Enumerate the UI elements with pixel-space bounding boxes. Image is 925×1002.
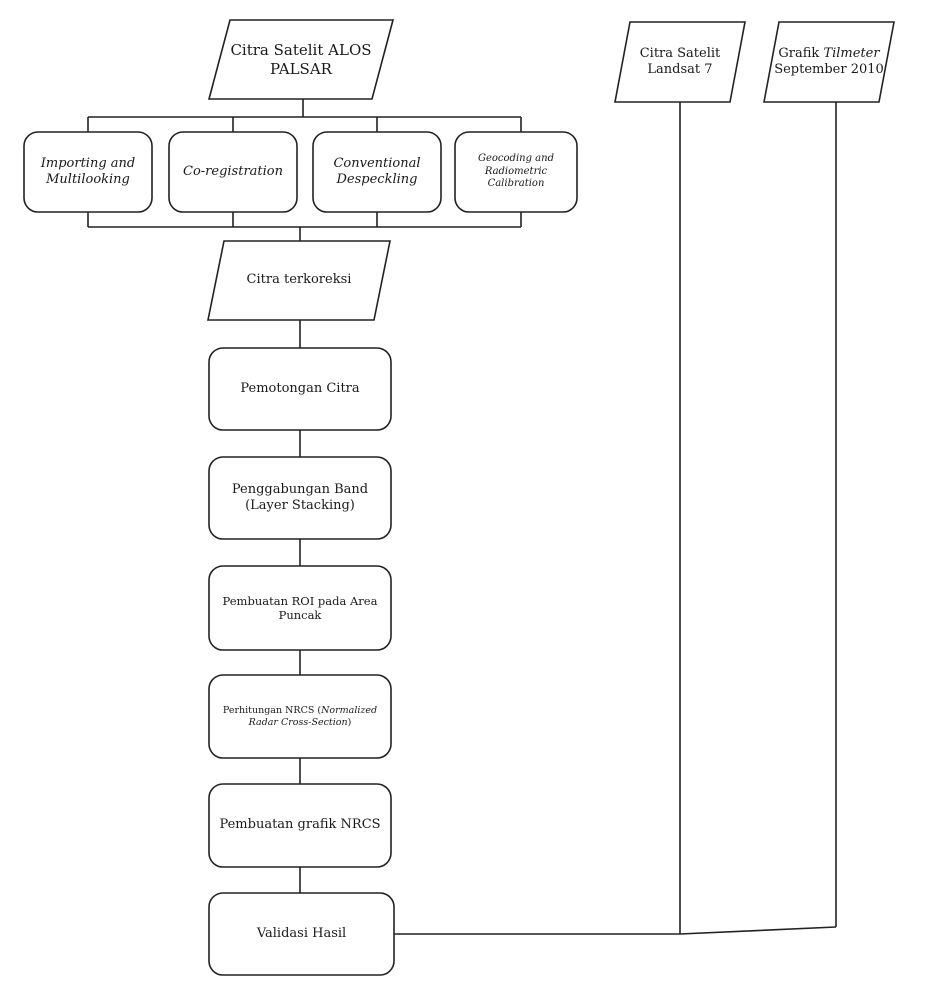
despeckling-label: Conventional Despeckling — [333, 155, 421, 187]
tilmeter-input-shape — [763, 21, 895, 103]
tilmeter-prefix: Grafik — [778, 45, 824, 61]
crop-box — [208, 347, 392, 431]
despeckling-box — [312, 131, 442, 213]
nrcs-suffix: ) — [347, 716, 352, 728]
geocoding-label: Geocoding and Radiometric Calibration — [478, 153, 554, 190]
validation-label: Validasi Hasil — [256, 925, 347, 941]
nrcs-prefix: Perhitungan NRCS ( — [222, 704, 322, 716]
roi-label: Pembuatan ROI pada Area Puncak — [222, 593, 378, 622]
corrected-image-label: Citra terkoreksi — [246, 272, 352, 288]
tilmeter-input-label: Grafik Tilmeter September 2010 — [764, 22, 894, 102]
nrcs-box — [208, 674, 392, 759]
alos-input-shape — [207, 19, 395, 100]
importing-box — [23, 131, 153, 213]
tilmeter-italic: Tilmeter — [823, 45, 880, 61]
roi-box — [208, 565, 392, 651]
landsat-input-shape — [614, 21, 746, 103]
validation-box — [208, 892, 395, 976]
importing-label: Importing and Multilooking — [40, 155, 136, 187]
stack-box — [208, 456, 392, 540]
nrcs-label: Perhitungan NRCS (Normalized Radar Cross… — [209, 675, 391, 758]
stack-label: Penggabungan Band (Layer Stacking) — [231, 481, 369, 513]
nrcs-italic: Normalized Radar Cross-Section — [248, 704, 378, 728]
coregistration-label: Co-registration — [183, 163, 283, 179]
geocoding-box — [454, 131, 578, 213]
graph-box — [208, 783, 392, 868]
crop-label: Pemotongan Citra — [240, 380, 360, 396]
corrected-image-shape — [207, 240, 391, 321]
alos-input-label: Citra Satelit ALOS PALSAR — [230, 40, 372, 78]
connector-validation-to-inputs — [394, 926, 837, 935]
coregistration-box — [168, 131, 298, 213]
graph-label: Pembuatan grafik NRCS — [219, 817, 381, 833]
landsat-input-label: Citra Satelit Landsat 7 — [639, 45, 721, 77]
tilmeter-suffix: September 2010 — [774, 62, 884, 77]
